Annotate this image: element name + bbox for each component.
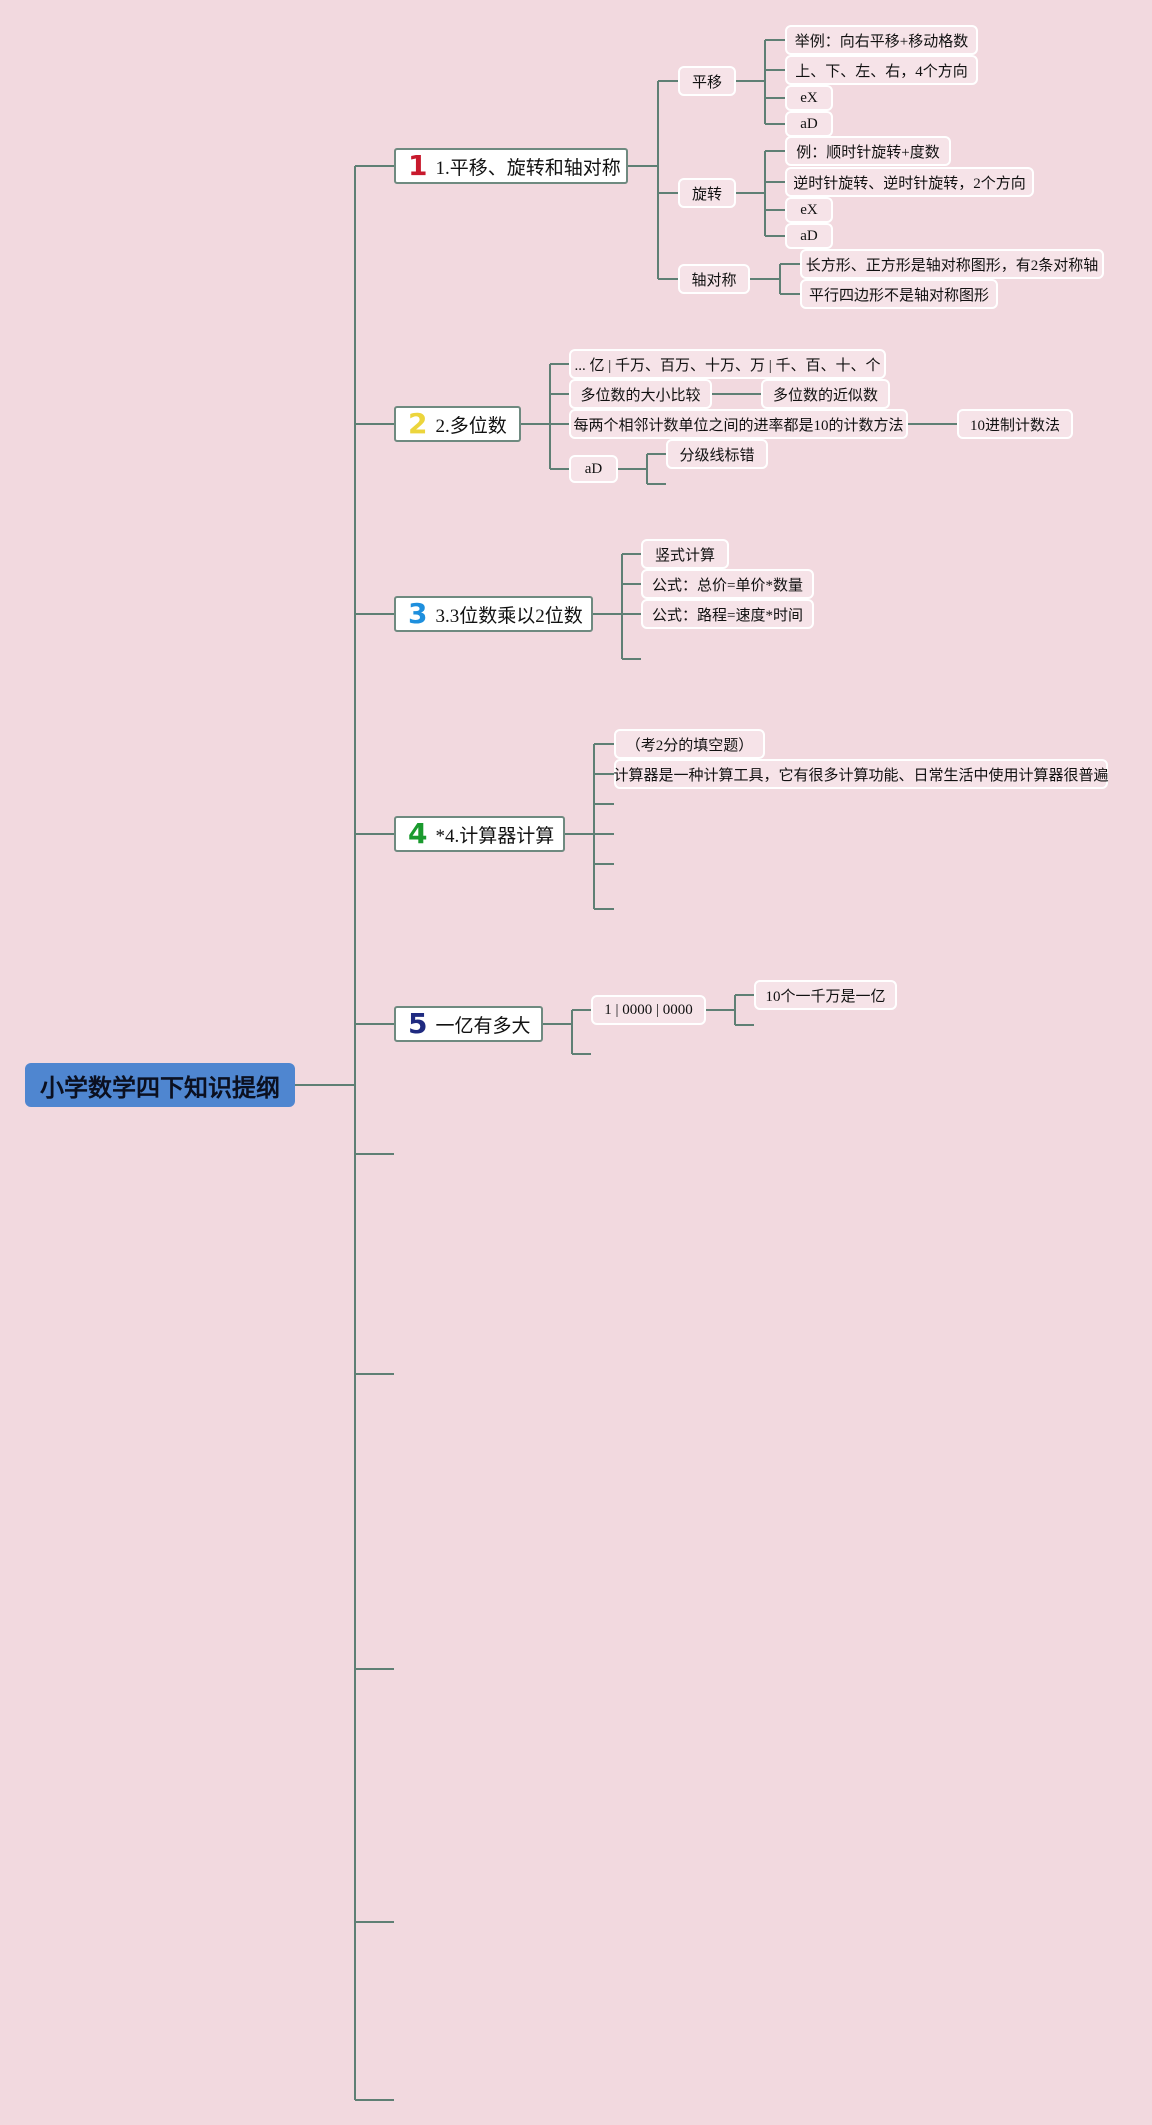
leaf-multidigit-ad[interactable]: aD	[569, 455, 618, 483]
branch-1-label: 1.平移、旋转和轴对称	[435, 157, 621, 179]
node-zhouduicheng[interactable]: 轴对称	[678, 264, 750, 294]
leaf-approximation[interactable]: 多位数的近似数	[761, 379, 890, 409]
leaf-xuanzhuan-example[interactable]: 例：顺时针旋转+度数	[785, 136, 951, 166]
leaf-price-formula[interactable]: 公式：总价=单价*数量	[641, 569, 814, 599]
leaf-vertical-calc[interactable]: 竖式计算	[641, 539, 729, 569]
branch-5-label: 一亿有多大	[435, 1015, 531, 1037]
node-pingyi[interactable]: 平移	[678, 66, 736, 96]
branch-5[interactable]: 5 一亿有多大	[394, 1006, 543, 1042]
leaf-pingyi-ad[interactable]: aD	[785, 111, 833, 137]
leaf-pingyi-example[interactable]: 举例：向右平移+移动格数	[785, 25, 978, 55]
number-badge-4: 4	[408, 817, 428, 850]
root-topic[interactable]: 小学数学四下知识提纲	[25, 1063, 295, 1107]
branch-2[interactable]: 2 2.多位数	[394, 406, 521, 442]
leaf-xuanzhuan-ex[interactable]: eX	[785, 197, 833, 223]
leaf-calculator-definition[interactable]: 计算器是一种计算工具，它有很多计算功能、日常生活中使用计算器很普遍	[614, 759, 1109, 789]
leaf-pingyi-directions[interactable]: 上、下、左、右，4个方向	[785, 55, 978, 85]
branch-4[interactable]: 4 *4.计算器计算	[394, 816, 565, 852]
leaf-xuanzhuan-ad[interactable]: aD	[785, 223, 833, 249]
number-badge-5: 5	[408, 1007, 428, 1040]
leaf-distance-formula[interactable]: 公式：路程=速度*时间	[641, 599, 814, 629]
leaf-decimal-definition[interactable]: 每两个相邻计数单位之间的进率都是10的计数方法	[569, 409, 908, 439]
leaf-xuanzhuan-directions[interactable]: 逆时针旋转、逆时针旋转，2个方向	[785, 167, 1034, 197]
number-badge-1: 1	[408, 149, 428, 182]
leaf-parallelogram-symmetry[interactable]: 平行四边形不是轴对称图形	[800, 279, 998, 309]
leaf-grouping-error[interactable]: 分级线标错	[666, 439, 768, 469]
branch-3[interactable]: 3 3.3位数乘以2位数	[394, 596, 593, 632]
leaf-compare-size[interactable]: 多位数的大小比较	[569, 379, 712, 409]
leaf-pingyi-ex[interactable]: eX	[785, 85, 833, 111]
leaf-hundred-million[interactable]: 1 | 0000 | 0000	[591, 995, 706, 1025]
leaf-fill-blank[interactable]: （考2分的填空题）	[614, 729, 765, 759]
leaf-rectangle-symmetry[interactable]: 长方形、正方形是轴对称图形，有2条对称轴	[800, 249, 1104, 279]
branch-4-label: *4.计算器计算	[435, 825, 555, 847]
leaf-decimal-system[interactable]: 10进制计数法	[957, 409, 1073, 439]
branch-2-label: 2.多位数	[435, 415, 507, 437]
branch-3-label: 3.3位数乘以2位数	[435, 605, 583, 627]
leaf-ten-ten-millions[interactable]: 10个一千万是一亿	[754, 980, 897, 1010]
number-badge-3: 3	[408, 597, 428, 630]
number-badge-2: 2	[408, 407, 428, 440]
branch-1[interactable]: 1 1.平移、旋转和轴对称	[394, 148, 628, 184]
leaf-place-values[interactable]: ... 亿 | 千万、百万、十万、万 | 千、百、十、个	[569, 349, 886, 379]
node-xuanzhuan[interactable]: 旋转	[678, 178, 736, 208]
